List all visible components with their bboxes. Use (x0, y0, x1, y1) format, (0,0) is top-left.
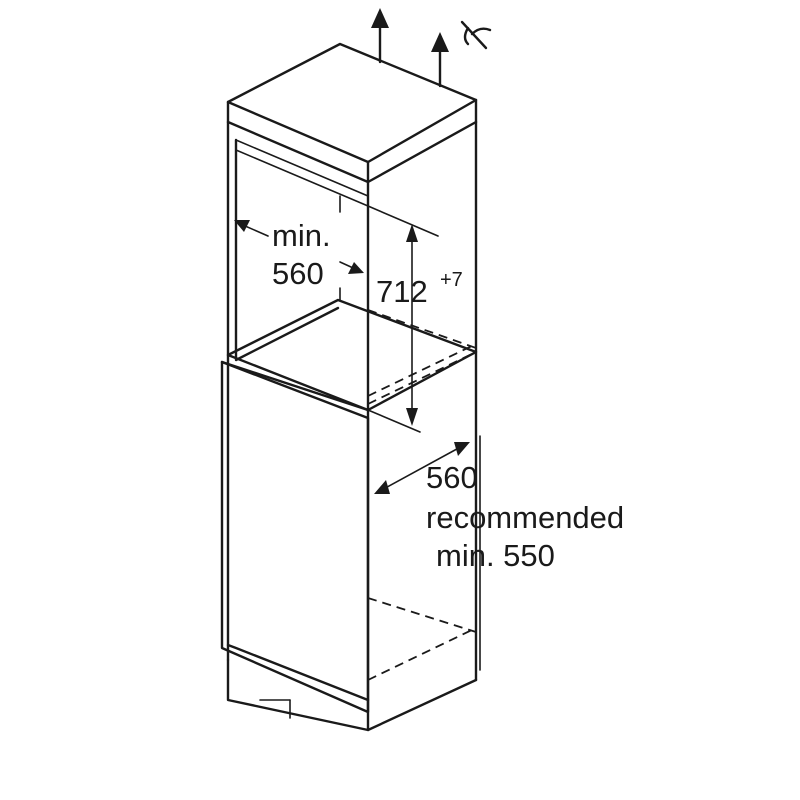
height-tolerance: +7 (440, 269, 463, 291)
door-panel (220, 360, 370, 714)
height-arrow-top-head (406, 224, 418, 242)
depth-min: min. 550 (436, 538, 555, 573)
hidden-edge-upper-3 (367, 351, 477, 405)
fan-icon (460, 20, 492, 50)
niche-shelf (226, 298, 478, 412)
height-ext-bottom (367, 409, 421, 433)
up-arrow-icon (431, 32, 449, 88)
depth-arrow-right-head (454, 442, 470, 456)
cabinet-bottom-edge (226, 658, 478, 732)
plinth-opening (226, 643, 370, 702)
height-arrow-bottom-head (406, 408, 418, 426)
width-dimension: min. 560 (234, 195, 364, 301)
height-dimension: 712 +7 (367, 205, 463, 433)
hidden-edge-upper-2 (367, 343, 477, 397)
up-arrow-icon (371, 8, 389, 64)
appliance-door (220, 360, 370, 714)
niche-opening-inner (234, 138, 340, 362)
cabinet-carcass (226, 42, 478, 732)
width-arrow-right-head (348, 262, 364, 274)
depth-arrow-left-head (374, 480, 390, 494)
height-ext-top (367, 205, 439, 237)
depth-dim-line (377, 443, 467, 493)
niche-inner-rear-top (235, 139, 369, 197)
depth-value: 560 (426, 460, 478, 495)
hidden-edge-lower-1 (367, 597, 477, 633)
width-label-line2: 560 (272, 256, 324, 291)
hidden-edge-lower-2 (367, 627, 477, 681)
depth-dimension: 560 recommended min. 550 (374, 435, 624, 671)
niche-inner-rear-shelf (235, 149, 369, 207)
depth-note: recommended (426, 500, 624, 535)
ventilation-arrows (371, 8, 492, 88)
hidden-edge-upper-1 (367, 309, 477, 349)
width-label-line1: min. (272, 218, 331, 253)
width-arrow-left-head (234, 220, 250, 232)
height-value: 712 (376, 274, 428, 309)
door-top-edge (220, 360, 370, 412)
